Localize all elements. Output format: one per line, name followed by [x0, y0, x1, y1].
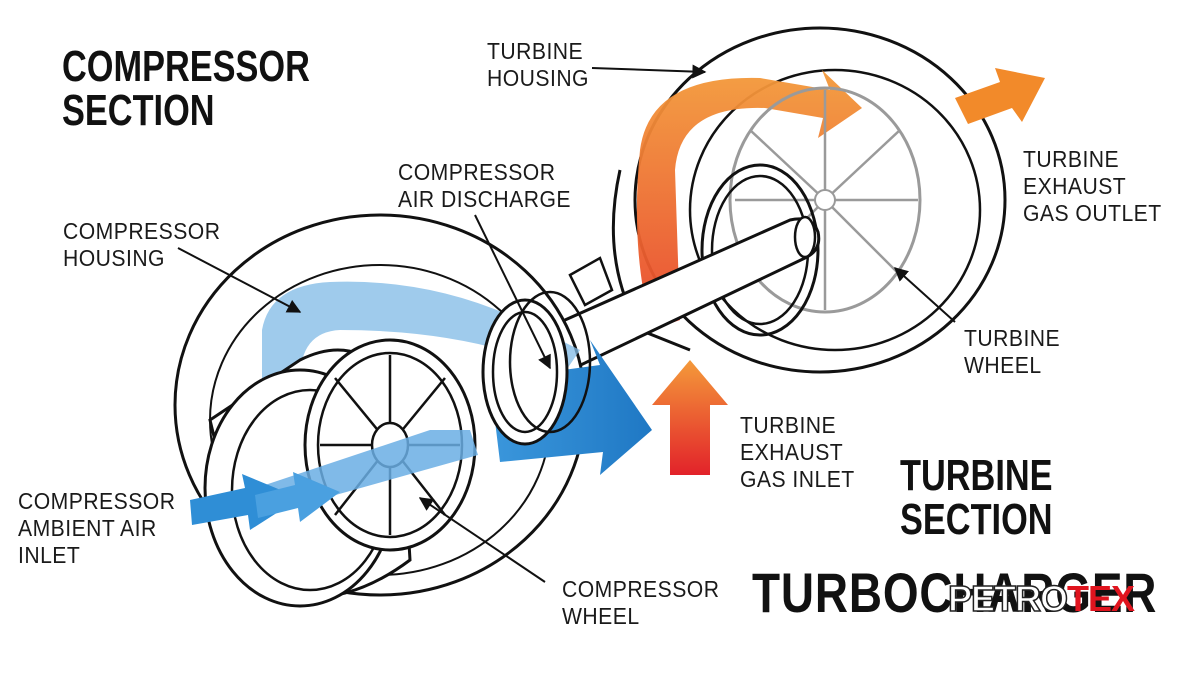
- label-compressor-wheel-line-2: WHEEL: [562, 603, 640, 629]
- label-compressor-housing-line-2: HOUSING: [63, 245, 165, 271]
- label-compressor-ambient-air-inlet-line-1: COMPRESSOR: [18, 488, 176, 514]
- compressor-air-discharge-ring: [481, 290, 592, 446]
- label-turbine-exhaust-gas-inlet-line-1: TURBINE: [740, 412, 837, 438]
- main-title: TURBOCHARGER: [752, 561, 1158, 624]
- compressor-section-title-line-2: SECTION: [62, 86, 215, 135]
- label-turbine-exhaust-gas-outlet: TURBINE EXHAUST GAS OUTLET: [1023, 146, 1162, 227]
- label-turbine-exhaust-gas-inlet-line-3: GAS INLET: [740, 466, 855, 492]
- label-compressor-housing-line-1: COMPRESSOR: [63, 218, 221, 244]
- turbine-section-title: TURBINE SECTION: [900, 454, 1053, 542]
- label-turbine-housing: TURBINE HOUSING: [487, 38, 589, 92]
- leader-turbine-housing: [591, 64, 707, 79]
- watermark-part-2: TEX: [1067, 578, 1135, 619]
- label-turbine-wheel-line-1: TURBINE: [964, 325, 1061, 351]
- compressor-section-title: COMPRESSOR SECTION: [62, 45, 310, 133]
- leader-turbine-wheel: [893, 267, 956, 323]
- label-turbine-exhaust-gas-outlet-line-1: TURBINE: [1023, 146, 1120, 172]
- compressor-inlet-arrows: [190, 430, 478, 530]
- label-compressor-air-discharge-line-1: COMPRESSOR: [398, 159, 556, 185]
- label-turbine-exhaust-gas-inlet: TURBINE EXHAUST GAS INLET: [740, 412, 855, 493]
- label-turbine-exhaust-gas-outlet-line-2: EXHAUST: [1023, 173, 1127, 199]
- label-turbine-wheel: TURBINE WHEEL: [964, 325, 1060, 379]
- label-compressor-wheel: COMPRESSOR WHEEL: [562, 576, 719, 630]
- label-compressor-wheel-line-1: COMPRESSOR: [562, 576, 720, 602]
- label-compressor-ambient-air-inlet: COMPRESSOR AMBIENT AIR INLET: [18, 488, 175, 569]
- turbine-exhaust-outlet-arrow: [955, 68, 1045, 124]
- label-turbine-wheel-line-2: WHEEL: [964, 352, 1042, 378]
- turbine-exhaust-inlet-arrow: [652, 360, 728, 475]
- label-compressor-ambient-air-inlet-line-2: AMBIENT AIR: [18, 515, 157, 541]
- label-turbine-exhaust-gas-inlet-line-2: EXHAUST: [740, 439, 844, 465]
- label-compressor-housing: COMPRESSOR HOUSING: [63, 218, 220, 272]
- petrotex-watermark-logo: PETROTEX: [947, 577, 1135, 620]
- turbine-section-title-line-1: TURBINE: [900, 451, 1053, 500]
- turbine-section-title-line-2: SECTION: [900, 495, 1053, 544]
- label-turbine-housing-line-1: TURBINE: [487, 38, 584, 64]
- label-compressor-air-discharge: COMPRESSOR AIR DISCHARGE: [398, 159, 571, 213]
- leader-lines: [177, 64, 956, 583]
- label-compressor-air-discharge-line-2: AIR DISCHARGE: [398, 186, 571, 212]
- label-turbine-housing-line-2: HOUSING: [487, 65, 589, 91]
- leader-compressor-housing: [177, 247, 302, 313]
- label-compressor-ambient-air-inlet-line-3: INLET: [18, 542, 81, 568]
- compressor-section-title-line-1: COMPRESSOR: [62, 42, 310, 91]
- watermark-part-1: PETRO: [947, 577, 1069, 620]
- leader-compressor-wheel: [418, 497, 546, 583]
- label-turbine-exhaust-gas-outlet-line-3: GAS OUTLET: [1023, 200, 1162, 226]
- leader-compressor-air-discharge: [474, 214, 551, 370]
